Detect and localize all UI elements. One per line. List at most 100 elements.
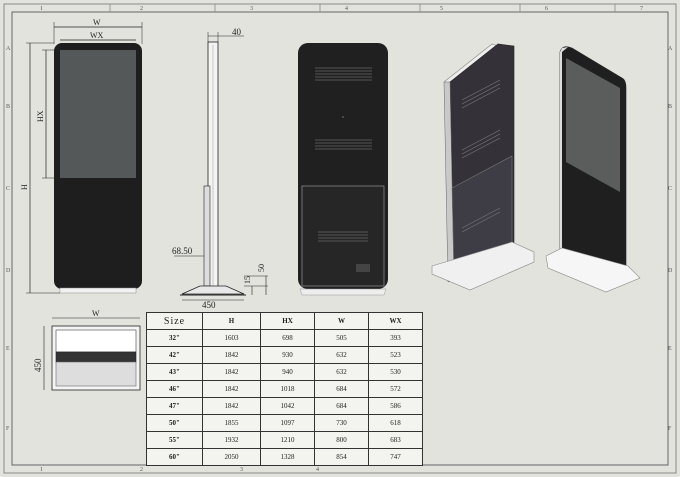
cell-h: 1603: [202, 329, 261, 347]
cell-w: 505: [314, 329, 369, 347]
top-view-bar: [55, 351, 137, 363]
cell-w: 730: [314, 414, 369, 432]
table-row: 42" 1842 930 632 523: [146, 346, 423, 364]
side-back-box: [203, 185, 211, 287]
cell-hx: 1328: [260, 448, 315, 466]
col-label-2: 2: [140, 6, 143, 12]
dim-wx: WX: [90, 31, 104, 40]
dim-h: H: [20, 184, 29, 190]
cell-h: 1842: [202, 363, 261, 381]
cell-h: 2050: [202, 448, 261, 466]
cell-hx: 698: [260, 329, 315, 347]
cell-size: 50": [146, 414, 203, 432]
dim-50: 50: [257, 264, 266, 272]
cell-size: 42": [146, 346, 203, 364]
top-view-base: [55, 361, 137, 387]
cell-h: 1842: [202, 380, 261, 398]
cell-h: 1842: [202, 397, 261, 415]
cell-w: 684: [314, 397, 369, 415]
top-grid-labels: 1 2 3 4 5 6 7: [40, 6, 643, 12]
col-label-7: 7: [640, 6, 643, 12]
front-screen: [60, 50, 136, 178]
front-view: W WX HX H: [20, 18, 143, 294]
dim-450-side: 450: [202, 300, 216, 310]
cell-hx: 1042: [260, 397, 315, 415]
perspective-back-view: [431, 43, 535, 291]
cell-wx: 393: [368, 329, 423, 347]
cell-w: 684: [314, 380, 369, 398]
dim-w-top: W: [92, 309, 100, 318]
col-label-1: 1: [40, 6, 43, 12]
perspective-front-view: [545, 46, 641, 293]
back-vents-panel: [318, 231, 368, 242]
cell-h: 1842: [202, 346, 261, 364]
col-label-5: 5: [440, 6, 443, 12]
row-label-e: E: [6, 346, 10, 352]
cell-hx: 930: [260, 346, 315, 364]
dim-w-front: W: [93, 18, 101, 27]
bottom-label-2: 2: [140, 467, 143, 473]
col-label-4: 4: [345, 6, 348, 12]
drawing-border-outer: [3, 3, 677, 474]
dim-40: 40: [232, 27, 242, 37]
cell-hx: 1097: [260, 414, 315, 432]
row-label-d: D: [6, 268, 11, 274]
header-w: W: [314, 312, 369, 330]
top-view: W 450: [33, 309, 141, 391]
cell-wx: 572: [368, 380, 423, 398]
dim-68-50: 68.50: [172, 246, 193, 256]
back-vents-top: [315, 67, 372, 150]
top-grid-ticks: [109, 4, 616, 12]
header-hx: HX: [260, 312, 315, 330]
cell-w: 800: [314, 431, 369, 449]
row-labels: A B C D E F A B C D E F: [6, 46, 673, 432]
cell-size: 43": [146, 363, 203, 381]
dim-15: 15: [243, 276, 252, 284]
dim-450-top: 450: [33, 358, 43, 372]
table-header-row: Size H HX W WX: [146, 312, 423, 330]
persp-front-screen: [566, 58, 620, 192]
front-base: [59, 287, 137, 294]
bottom-label-1: 1: [40, 467, 43, 473]
row-label-a-right: A: [668, 46, 673, 52]
header-wx: WX: [368, 312, 423, 330]
cell-hx: 1018: [260, 380, 315, 398]
cell-hx: 1210: [260, 431, 315, 449]
cell-hx: 940: [260, 363, 315, 381]
bottom-label-4: 4: [316, 467, 319, 473]
back-view: [298, 43, 388, 296]
bottom-label-3: 3: [240, 467, 243, 473]
col-label-6: 6: [545, 6, 548, 12]
back-base: [299, 288, 387, 296]
top-view-panel: [55, 329, 137, 353]
row-label-d-right: D: [668, 268, 673, 274]
cell-wx: 618: [368, 414, 423, 432]
table-row: 47" 1842 1042 684 586: [146, 397, 423, 415]
row-label-a: A: [6, 46, 11, 52]
cell-wx: 747: [368, 448, 423, 466]
cell-wx: 683: [368, 431, 423, 449]
row-label-e-right: E: [668, 346, 672, 352]
cell-w: 632: [314, 346, 369, 364]
table-row: 55" 1932 1210 800 683: [146, 431, 423, 449]
table-row: 60" 2050 1328 854 747: [146, 448, 423, 466]
dim-hx: HX: [36, 110, 45, 122]
side-view: 40 68.50 450 15 50: [172, 27, 268, 310]
row-label-f-right: F: [668, 426, 672, 432]
header-h: H: [202, 312, 261, 330]
cell-wx: 523: [368, 346, 423, 364]
persp-front-edge: [560, 47, 568, 252]
side-base: [181, 285, 245, 295]
table-row: 46" 1842 1018 684 572: [146, 380, 423, 398]
cell-w: 632: [314, 363, 369, 381]
table-row: 32" 1603 698 505 393: [146, 329, 423, 347]
back-service-panel: [301, 185, 385, 287]
persp-back-base: [431, 241, 535, 291]
cell-wx: 530: [368, 363, 423, 381]
row-label-c-right: C: [668, 186, 672, 192]
row-label-f: F: [6, 426, 10, 432]
cell-size: 60": [146, 448, 203, 466]
cell-h: 1855: [202, 414, 261, 432]
cell-size: 55": [146, 431, 203, 449]
